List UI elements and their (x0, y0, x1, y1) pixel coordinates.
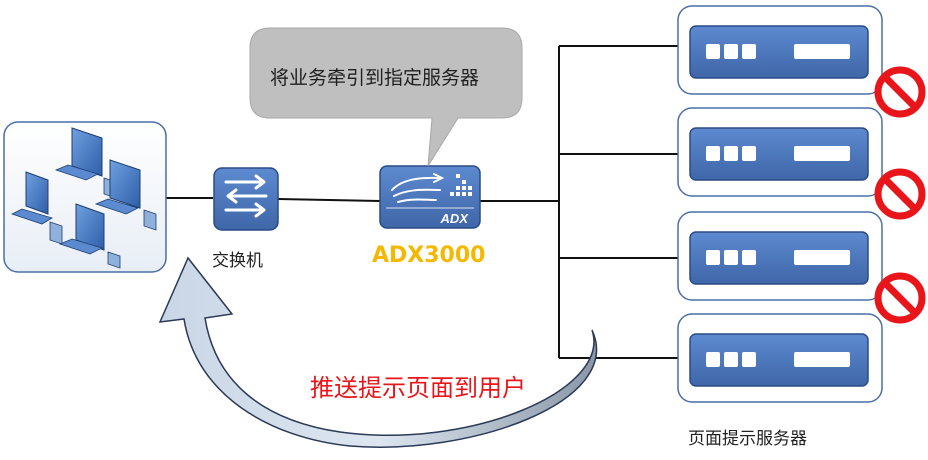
server-body (689, 127, 869, 181)
server-led-2 (724, 146, 738, 161)
push-page-label: 推送提示页面到用户 (310, 374, 526, 402)
page-server-4 (677, 313, 883, 403)
pc-4 (58, 203, 121, 269)
server-led-3 (742, 250, 756, 265)
server-body (689, 25, 869, 79)
callout-bubble (249, 27, 523, 167)
adx-indicator-grid-icon (450, 174, 472, 196)
server-led-1 (706, 146, 720, 161)
server-drive-slot (794, 352, 850, 367)
prohibit-icon (874, 168, 926, 220)
client-group-frame (3, 121, 167, 273)
page-server-3 (677, 211, 883, 301)
prohibit-icon (874, 66, 926, 118)
adx-flow-arrows-icon (391, 173, 445, 203)
server-led-1 (706, 44, 720, 59)
connection-lines (166, 45, 679, 359)
link-switch-adx (277, 198, 381, 202)
adx-label: ADX3000 (372, 243, 486, 268)
server-led-1 (706, 250, 720, 265)
switch-arrows-icon (224, 174, 268, 218)
server-led-2 (724, 352, 738, 367)
return-arrow (158, 256, 598, 448)
server-drive-slot (794, 250, 850, 265)
client-workstations (3, 121, 167, 273)
servers-label: 页面提示服务器 (688, 429, 807, 449)
server-led-2 (724, 250, 738, 265)
server-led-1 (706, 352, 720, 367)
server-led-2 (724, 44, 738, 59)
adx-brand-text: ADX (440, 211, 470, 226)
switch-label: 交换机 (212, 251, 263, 271)
server-led-3 (742, 352, 756, 367)
server-body (689, 231, 869, 285)
adx-device: ADX (379, 165, 481, 229)
server-led-3 (742, 146, 756, 161)
callout-text: 将业务牵引到指定服务器 (270, 67, 480, 89)
switch-device (213, 167, 279, 231)
pc-3 (94, 159, 157, 231)
server-drive-slot (794, 146, 850, 161)
server-stack (677, 5, 926, 403)
server-body (689, 333, 869, 387)
server-drive-slot (794, 44, 850, 59)
page-server-2 (677, 107, 883, 197)
prohibit-icon (874, 272, 926, 324)
server-led-3 (742, 44, 756, 59)
page-server-1 (677, 5, 883, 95)
pc-1 (10, 171, 63, 245)
